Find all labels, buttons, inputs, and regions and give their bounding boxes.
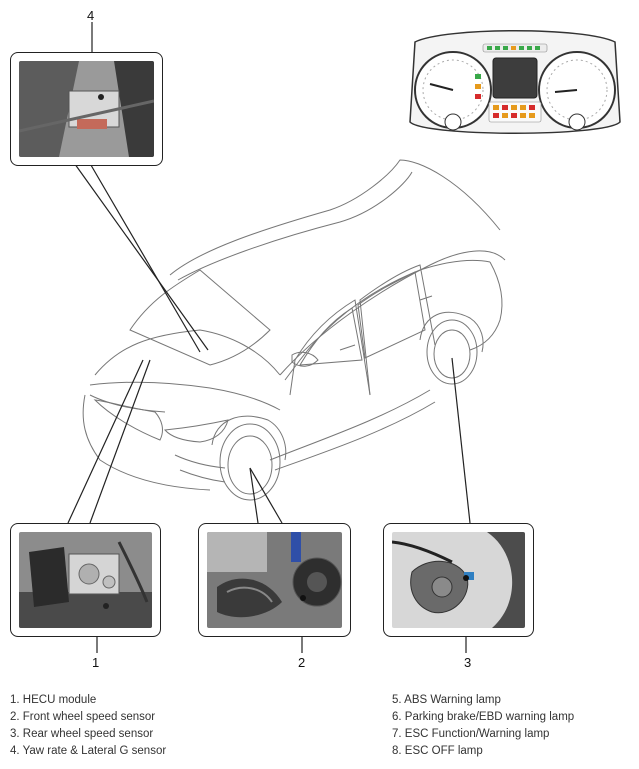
photo-panel-front-wheel-speed-sensor: [198, 523, 351, 637]
front-wheel-speed-sensor-photo: [207, 532, 342, 628]
hecu-module-photo: [19, 532, 152, 628]
abs-warning-lamp: [493, 105, 499, 110]
center-display: [492, 57, 538, 99]
legend-right: 5. ABS Warning lamp 6. Parking brake/EBD…: [392, 692, 574, 760]
photo-panel-rear-wheel-speed-sensor: [383, 523, 534, 637]
legend-item-front-wheel-speed-sensor: 2. Front wheel speed sensor: [10, 711, 156, 723]
legend-item-hecu-module: 1. HECU module: [10, 694, 97, 706]
legend-item-esc-function-lamp: 7. ESC Function/Warning lamp: [392, 728, 550, 740]
top-telltale-row: [482, 43, 548, 53]
legend-item-abs-warning-lamp: 5. ABS Warning lamp: [392, 694, 501, 706]
yaw-rate-sensor-photo: [19, 61, 154, 157]
photo-panel-yaw-rate-sensor: [10, 52, 163, 166]
callout-number-2: 2: [298, 655, 306, 670]
instrument-cluster: [409, 30, 621, 134]
photo-panel-hecu-module: [10, 523, 161, 637]
legend-item-rear-wheel-speed-sensor: 3. Rear wheel speed sensor: [10, 728, 154, 740]
legend-left: 1. HECU module 2. Front wheel speed sens…: [10, 692, 166, 760]
parking-brake-ebd-lamp: [502, 105, 508, 110]
callout-number-4: 4: [87, 8, 95, 23]
callout-number-3: 3: [464, 655, 472, 670]
rear-wheel-speed-sensor-photo: [392, 532, 525, 628]
legend-item-yaw-rate-sensor: 4. Yaw rate & Lateral G sensor: [10, 745, 167, 757]
legend-item-esc-off-lamp: 8. ESC OFF lamp: [392, 745, 483, 757]
car-outline: [82, 159, 506, 501]
warning-lamp-cluster: [488, 101, 542, 123]
esc-off-lamp: [520, 105, 526, 110]
legend-item-parking-brake-ebd-lamp: 6. Parking brake/EBD warning lamp: [392, 711, 575, 723]
leader-lines: [67, 22, 471, 653]
esc-function-lamp: [511, 105, 517, 110]
callout-number-1: 1: [92, 655, 100, 670]
